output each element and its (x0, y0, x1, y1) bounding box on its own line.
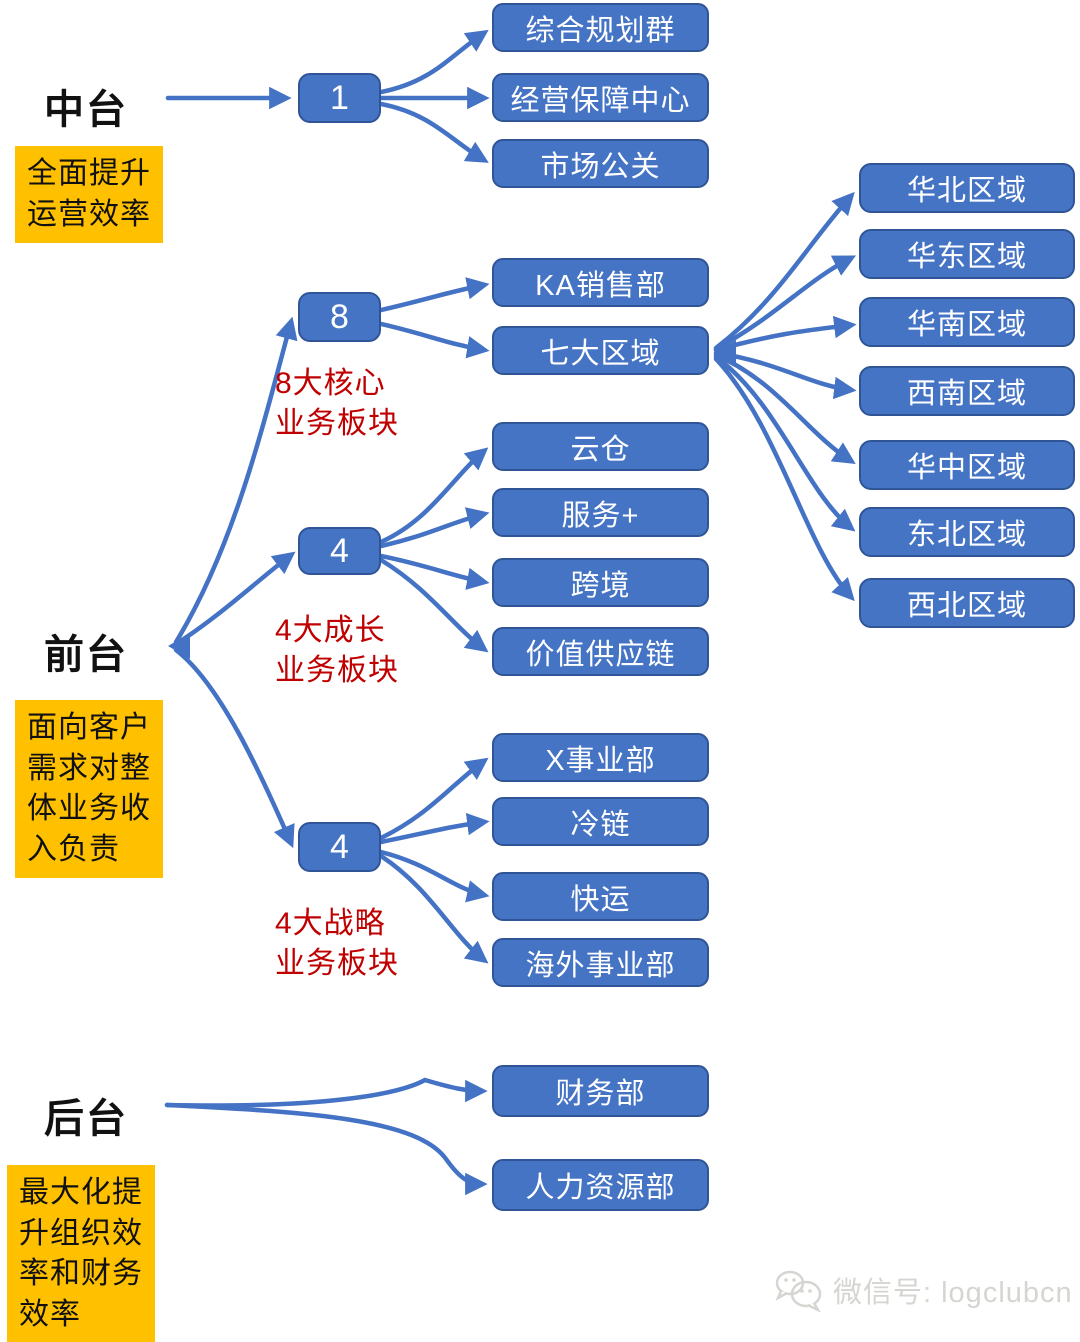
region-box-southwest: 西南区域 (859, 366, 1075, 416)
watermark-text: 微信号: logclubcn (833, 1277, 1073, 1309)
dept-box-finance: 财务部 (492, 1065, 709, 1117)
caption-strategic-blocks: 4大战略 业务板块 (275, 907, 399, 980)
dept-box-ka-sales: KA销售部 (492, 258, 709, 307)
connector-group-middle (165, 29, 490, 163)
label-back-platform: 后台 (44, 1097, 128, 1141)
connector-group-front-spine (168, 316, 298, 849)
dept-box-planning-group: 综合规划群 (492, 3, 709, 52)
dept-box-service-plus: 服务+ (492, 488, 709, 537)
dept-box-market-pr: 市场公关 (492, 139, 709, 188)
dept-box-overseas-division: 海外事业部 (492, 938, 709, 987)
region-box-south-china: 华南区域 (859, 297, 1075, 347)
dept-box-value-supply-chain: 价值供应链 (492, 627, 709, 676)
dept-box-express-freight: 快运 (492, 872, 709, 921)
connector-group-back (164, 1077, 488, 1196)
watermark: 微信号: logclubcn (773, 1268, 1073, 1312)
dept-box-operations-support-center: 经营保障中心 (492, 73, 709, 122)
dept-box-cold-chain: 冷链 (492, 797, 709, 846)
note-back-platform: 最大化提 升组织效 率和财务 效率 (7, 1165, 155, 1342)
connector-group-core (378, 277, 490, 359)
dept-box-cross-border: 跨境 (492, 558, 709, 607)
dept-box-seven-regions: 七大区域 (492, 326, 709, 375)
region-box-east-china: 华东区域 (859, 229, 1075, 279)
caption-core-blocks: 8大核心 业务板块 (275, 367, 399, 440)
note-middle-platform: 全面提升 运营效率 (15, 146, 163, 243)
dept-box-cloud-warehouse: 云仓 (492, 422, 709, 471)
dept-box-hr: 人力资源部 (492, 1159, 709, 1211)
label-middle-platform: 中台 (44, 88, 128, 132)
node-count-core: 8 (298, 292, 381, 342)
caption-growth-blocks: 4大成长 业务板块 (275, 614, 399, 687)
node-count-middle: 1 (298, 73, 381, 123)
region-box-north-china: 华北区域 (859, 163, 1075, 213)
wechat-icon (775, 1270, 822, 1312)
note-front-platform: 面向客户 需求对整 体业务收 入负责 (15, 700, 163, 878)
region-box-northeast: 东北区域 (859, 507, 1075, 557)
connector-group-growth (378, 447, 490, 653)
connector-group-strategic (378, 757, 490, 964)
region-box-central-china: 华中区域 (859, 440, 1075, 490)
node-count-growth: 4 (298, 527, 381, 575)
region-box-northwest: 西北区域 (859, 578, 1075, 628)
label-front-platform: 前台 (44, 633, 128, 677)
dept-box-x-division: X事业部 (492, 733, 709, 782)
node-count-strategic: 4 (298, 822, 381, 872)
connector-group-regions-fan (713, 191, 857, 602)
